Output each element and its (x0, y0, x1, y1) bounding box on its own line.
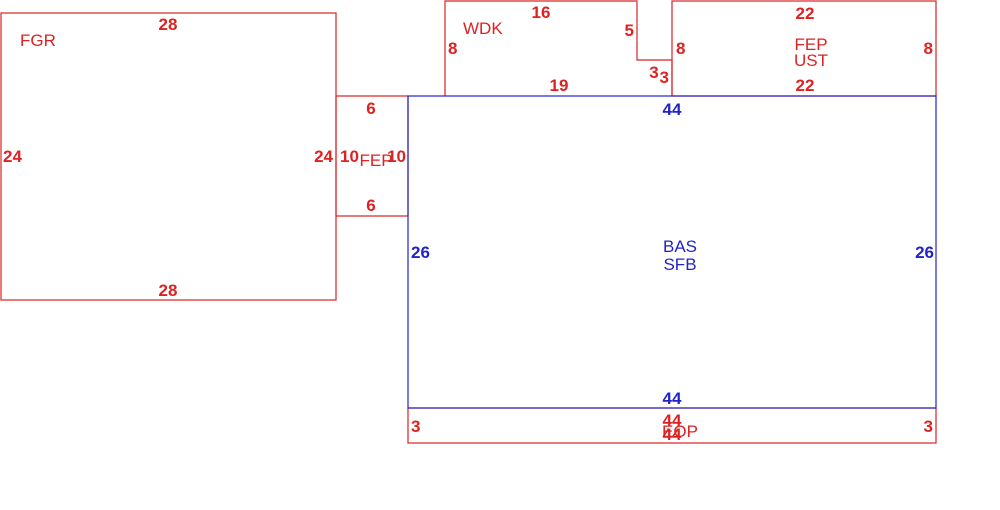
area-fep-small-top-length: 6 (366, 99, 375, 118)
area-fgr-left-length: 24 (3, 147, 22, 166)
area-bas-sfb-label-line-1: BAS (663, 237, 697, 256)
area-bas-sfb-top-length: 44 (663, 100, 682, 119)
area-fep-ust-left-length: 8 (676, 39, 685, 58)
area-fgr-bottom-length: 28 (159, 281, 178, 300)
area-fep-small[interactable]: FEP 6 6 10 10 (335, 95, 409, 217)
area-fep-ust-right-length: 8 (924, 39, 933, 58)
area-fgr-outline (0, 12, 337, 301)
area-fep-ust[interactable]: FEP UST 22 22 8 8 (671, 0, 937, 97)
area-fep-ust-label-line-2: UST (794, 51, 828, 70)
area-bas-sfb-bottom-length: 44 (663, 389, 682, 408)
area-fep-small-bottom-length: 6 (366, 196, 375, 215)
area-fgr[interactable]: FGR 28 28 24 24 (0, 12, 337, 301)
area-fep-small-left-length: 10 (340, 147, 359, 166)
area-bas-sfb-outline (407, 95, 937, 409)
area-eop-bottom-length: 44 (663, 425, 682, 444)
area-wdk[interactable]: WDK 16 5 3 3 8 19 (444, 0, 673, 96)
area-fep-ust-label-line-1: FEP (794, 35, 827, 54)
area-bas-sfb[interactable]: BAS SFB 44 44 26 26 (407, 95, 937, 409)
area-eop-top-length: 44 (663, 411, 682, 430)
area-fgr-top-length: 28 (159, 15, 178, 34)
area-fgr-right-length: 24 (314, 147, 333, 166)
area-wdk-notch-right-length: 5 (625, 21, 634, 40)
area-eop[interactable]: EOP 44 44 3 3 (407, 407, 937, 444)
area-wdk-bottom-length: 19 (550, 76, 569, 95)
area-wdk-left-length: 8 (448, 39, 457, 58)
area-fep-ust-bottom-length: 22 (796, 76, 815, 95)
area-fgr-label: FGR (20, 31, 56, 50)
area-fep-small-label: FEP (359, 151, 392, 170)
area-wdk-top-length: 16 (532, 3, 551, 22)
area-eop-left-length: 3 (411, 417, 420, 436)
area-bas-sfb-right-length: 26 (915, 243, 934, 262)
area-fep-small-right-length: 10 (387, 147, 406, 166)
area-fep-ust-top-length: 22 (796, 4, 815, 23)
area-wdk-label: WDK (463, 19, 503, 38)
area-bas-sfb-label-line-2: SFB (663, 255, 696, 274)
area-bas-sfb-left-length: 26 (411, 243, 430, 262)
area-eop-label: EOP (662, 422, 698, 441)
area-wdk-inner-right-length: 3 (660, 68, 669, 87)
area-eop-right-length: 3 (924, 417, 933, 436)
area-wdk-notch-bottom-length: 3 (649, 63, 658, 82)
